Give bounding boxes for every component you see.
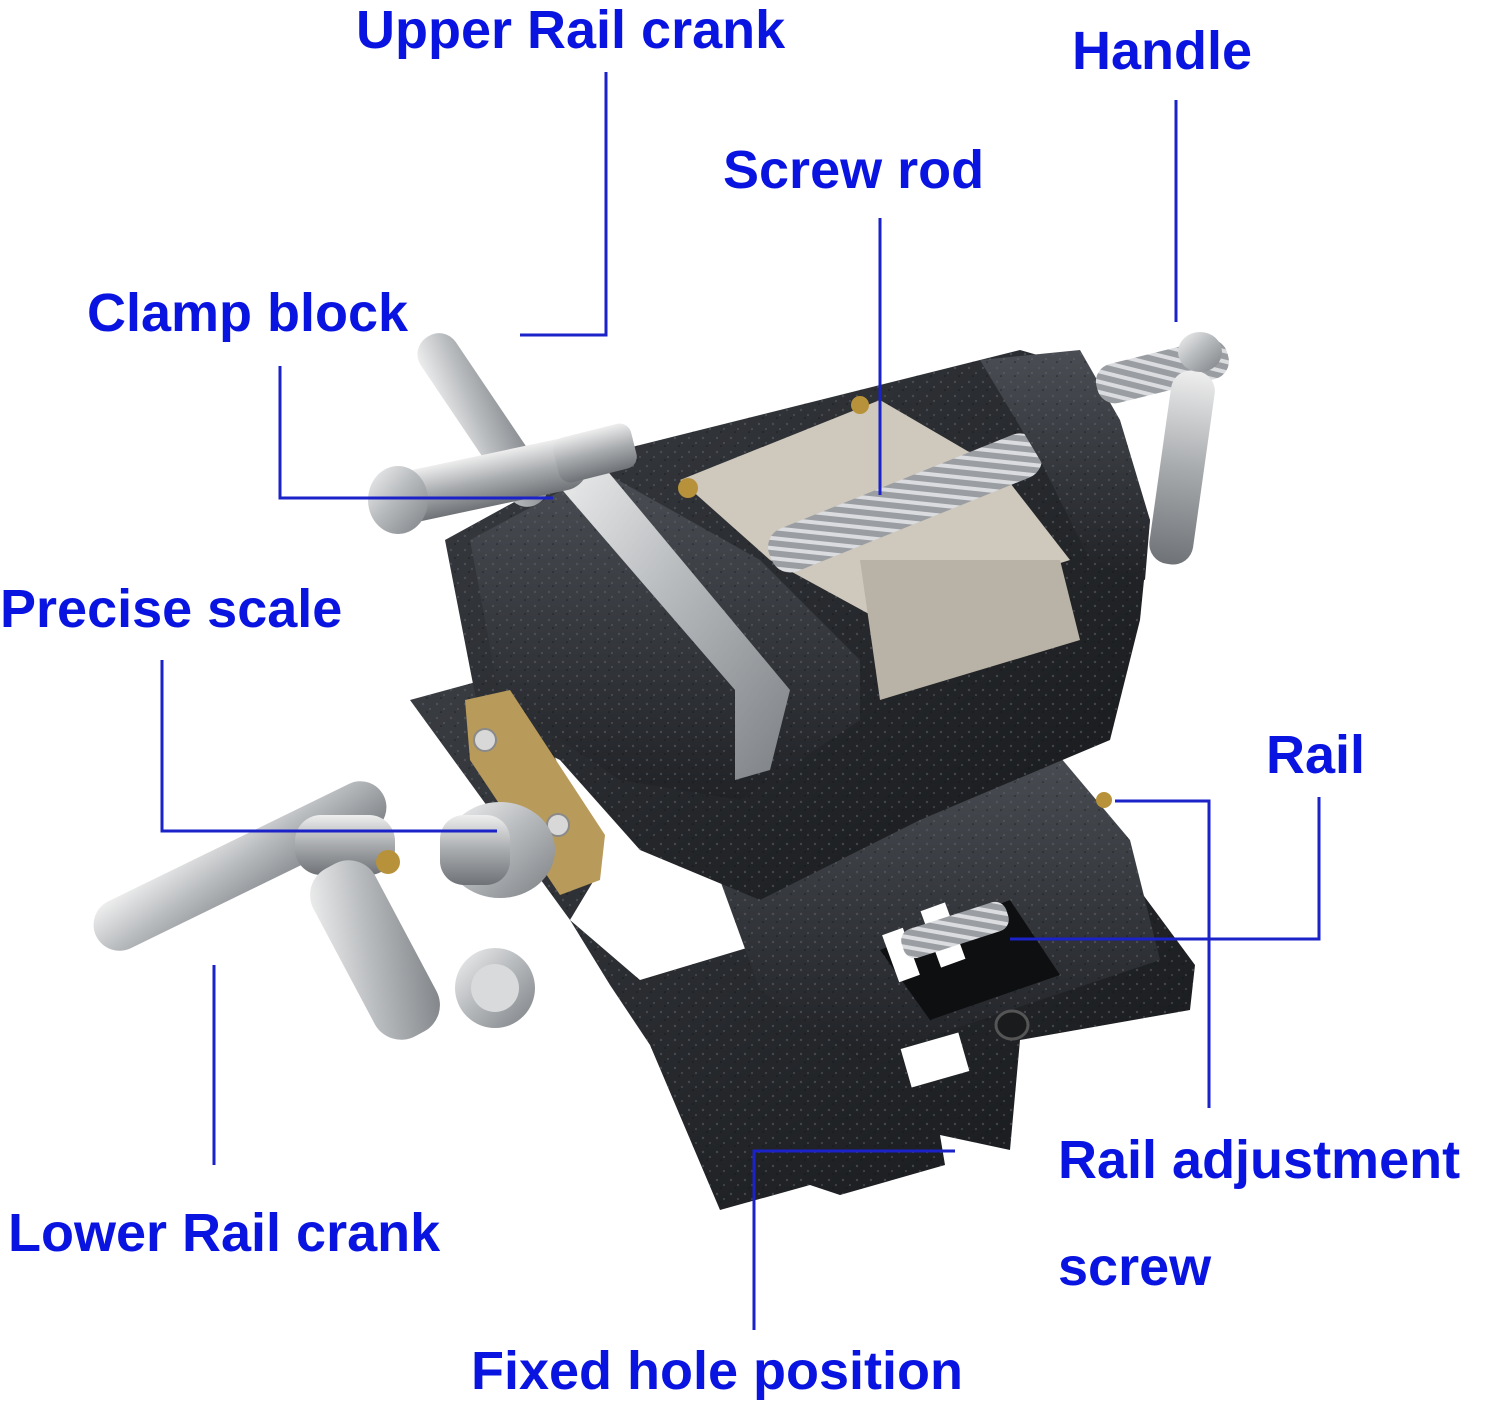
handle-crank (1095, 332, 1229, 565)
precise-scale-bracket (440, 690, 605, 898)
leader-clamp-block (278, 366, 553, 500)
rail-slide (720, 745, 1160, 1060)
leader-precise-scale (160, 660, 497, 833)
label-handle: Handle (1072, 21, 1253, 81)
label-fixed-hole-position: Fixed hole position (471, 1341, 964, 1401)
label-precise-scale: Precise scale (0, 579, 343, 639)
leader-rail (1010, 797, 1321, 941)
upper-rail-crank (368, 333, 637, 534)
lower-rail-crank (93, 781, 535, 1040)
label-screw-rod: Screw rod (723, 140, 985, 200)
label-rail-adjustment-line1: Rail adjustment (1058, 1130, 1461, 1190)
leader-rail-adjustment-screw (1115, 799, 1211, 1108)
label-rail-adjustment-line2: screw (1058, 1237, 1212, 1297)
label-lower-rail-crank: Lower Rail crank (8, 1203, 441, 1263)
label-rail: Rail (1266, 725, 1366, 785)
vise-body (445, 350, 1150, 900)
label-upper-rail-crank: Upper Rail crank (356, 0, 786, 60)
label-clamp-block: Clamp block (87, 283, 409, 343)
leader-fixed-hole-position (752, 1149, 955, 1330)
leader-lines (160, 72, 1321, 1330)
leader-upper-rail-crank (520, 72, 608, 337)
